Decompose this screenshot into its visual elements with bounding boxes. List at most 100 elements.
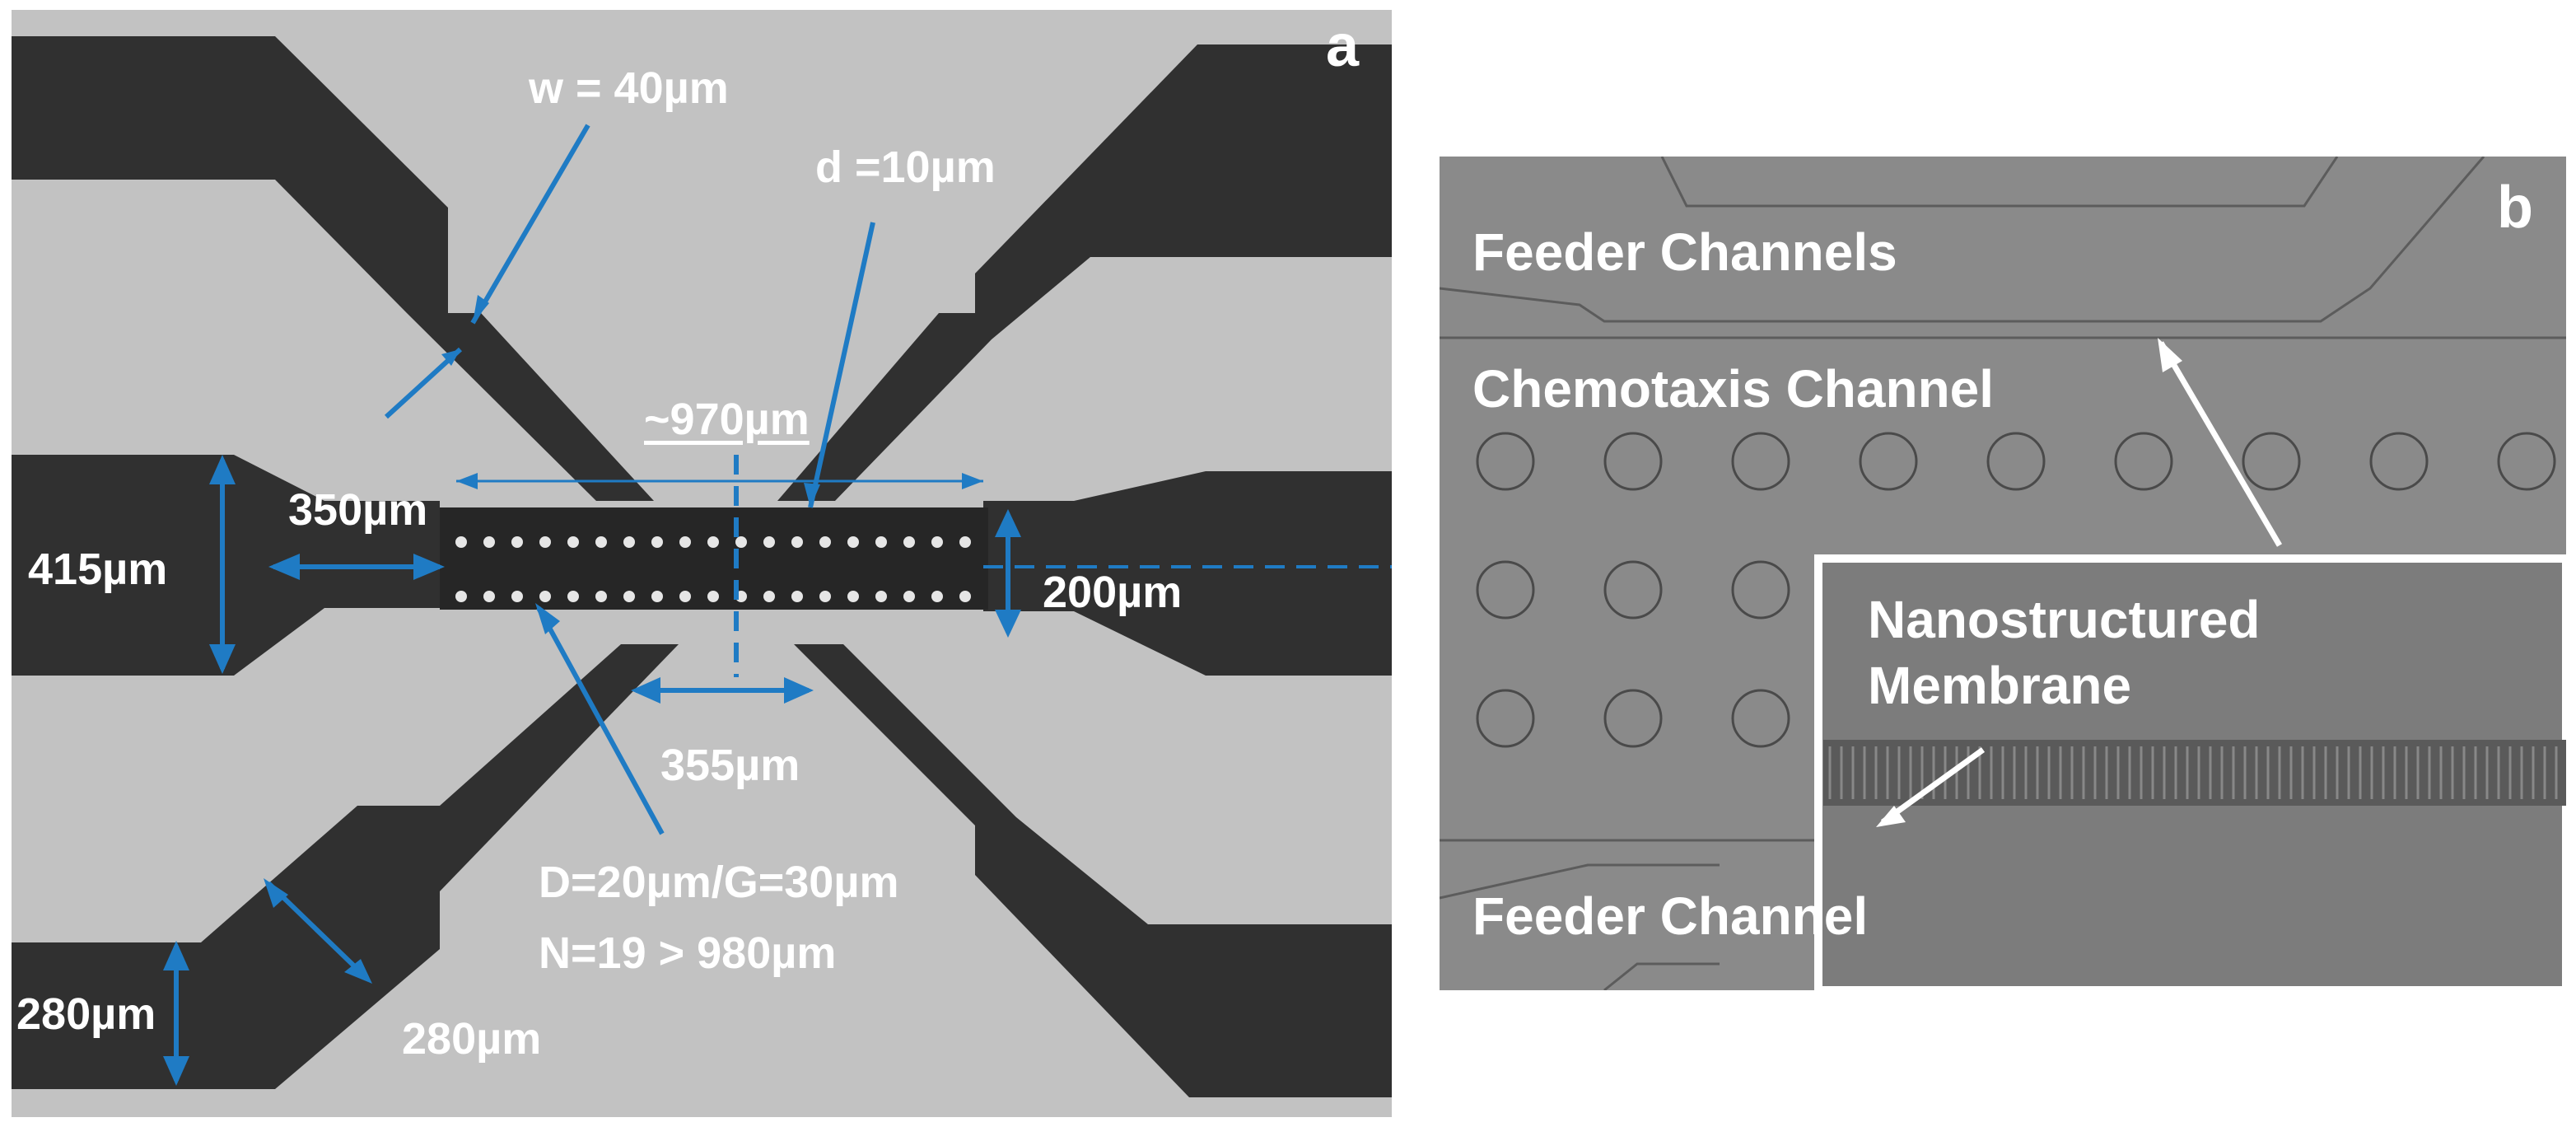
pillar-label-line1: D=20µm/G=30µm [539, 858, 899, 907]
panel-a-letter: a [1326, 13, 1360, 79]
arrow-down-line [1880, 747, 1986, 825]
arrow-heads [163, 295, 1021, 1086]
pillar-dot [931, 591, 943, 602]
pillar-dot [847, 591, 859, 602]
feeder-top-outline [1660, 157, 2339, 208]
bottom-280-right-label: 280µm [402, 1014, 542, 1064]
pillar-dot [791, 591, 803, 602]
device-features [12, 36, 1392, 1097]
gap-arrowhead-right [784, 677, 814, 704]
pillar-dot [595, 536, 607, 548]
pillar-dot [455, 591, 467, 602]
b280d-arrowhead-top [264, 878, 288, 908]
top-right-arm [777, 44, 1392, 501]
bottom-right-arm [794, 644, 1392, 1097]
b280d-arrowhead-bottom [344, 959, 372, 984]
pillar-circle [1476, 432, 1535, 491]
d-label: d =10µm [815, 143, 996, 192]
inlet-arrowhead-right [413, 554, 445, 580]
inlet-arrowhead-left [268, 554, 300, 580]
pillar-dot [763, 536, 775, 548]
b280-arrowhead-bottom [163, 1056, 189, 1086]
left-inlet [12, 455, 440, 676]
pillar-circle [1476, 689, 1535, 748]
w-label: w = 40µm [529, 63, 729, 113]
chamber-width-label: 200µm [1043, 568, 1183, 617]
pillar-dot [651, 536, 663, 548]
pillar-circle [1603, 432, 1663, 491]
pillar-dot [791, 536, 803, 548]
cw-arrowhead-bottom [995, 610, 1021, 638]
pillar-label-line2: N=19 > 980µm [539, 928, 837, 978]
pillar-dot [931, 536, 943, 548]
pillar-dot [483, 591, 495, 602]
pillar-dot [679, 591, 691, 602]
pillar-dot [819, 591, 831, 602]
pillar-array [455, 536, 971, 602]
arrow-up-head [2158, 338, 2182, 372]
device-layout-drawing [12, 36, 1392, 1097]
gap-arrowhead-left [631, 677, 660, 704]
pillar-dot [819, 536, 831, 548]
white-arrows [1880, 341, 2283, 825]
membrane-pores [1828, 746, 2558, 799]
pillar-dot [903, 591, 915, 602]
pillar-dot [875, 591, 887, 602]
right-inlet [983, 471, 1392, 676]
membrane-label-line1: Nanostructured [1868, 590, 2261, 649]
bottom-280-left-label: 280µm [16, 989, 156, 1039]
membrane-label-line2: Membrane [1868, 656, 2132, 715]
length-arrowhead-left [456, 473, 478, 489]
feeder-channels-label: Feeder Channels [1472, 222, 1897, 282]
pillar-circle [1731, 689, 1790, 748]
feeder-bottom-wall [1440, 863, 1720, 900]
pillar-dot [567, 536, 579, 548]
pillar-circle [1603, 689, 1663, 748]
d-pointer-line [808, 222, 875, 508]
pillar-dot [707, 536, 719, 548]
pillar-dot [959, 591, 971, 602]
pillar-circles [1476, 432, 2556, 748]
white-arrowheads [1876, 338, 2182, 827]
length-arrowhead-right [962, 473, 983, 489]
pillar-dot [595, 591, 607, 602]
pillar-dot [483, 536, 495, 548]
channel-drawing [1440, 157, 2566, 990]
pillar-dot [903, 536, 915, 548]
w-pointer-line [470, 124, 590, 325]
panel-b-micrograph: b Feeder Channels Chemotaxis Channel Nan… [1440, 157, 2566, 990]
pillar-dot [539, 536, 551, 548]
arrow-down-head [1876, 806, 1906, 827]
b280-arrowhead-top [163, 941, 189, 970]
w-lower-arrowhead [441, 349, 460, 366]
pillar-dot [847, 536, 859, 548]
pillar-arrowhead [535, 603, 560, 634]
feeder-top-wall [1440, 157, 2485, 323]
pillar-dot [511, 591, 523, 602]
inlet-width-label: 350µm [288, 485, 428, 535]
height-415-label: 415µm [28, 545, 168, 594]
cw-arrowhead-top [995, 509, 1021, 537]
pillar-dot [707, 591, 719, 602]
dimension-annotations [174, 124, 1392, 1081]
pillar-circle [2369, 432, 2429, 491]
pillar-circle [1731, 432, 1790, 491]
pillar-pointer-line [536, 606, 665, 835]
top-left-arm [12, 36, 654, 501]
pillar-dot [623, 536, 635, 548]
pillar-circle [2242, 432, 2301, 491]
pillar-dot [455, 536, 467, 548]
feeder-channel-label: Feeder Channel [1472, 886, 1869, 946]
panel-b-letter: b [2497, 175, 2533, 241]
arrow-up-line [2158, 341, 2283, 547]
h415-arrowhead-top [209, 455, 236, 484]
pillar-dot [623, 591, 635, 602]
pillar-dot [651, 591, 663, 602]
pillar-circle [1986, 432, 2046, 491]
pillar-circle [2114, 432, 2173, 491]
pillar-circle [1476, 560, 1535, 620]
pillar-dot [539, 591, 551, 602]
pillar-dot [567, 591, 579, 602]
pillar-circle [1731, 560, 1790, 620]
h415-arrowhead-bottom [209, 644, 236, 674]
